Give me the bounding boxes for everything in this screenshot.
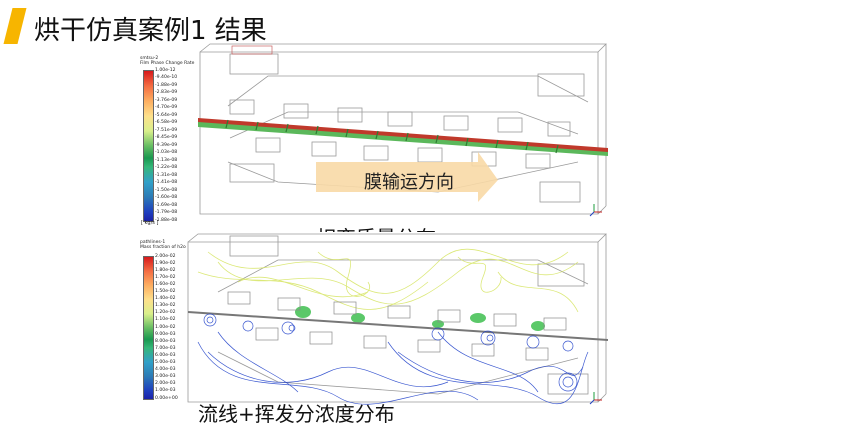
legend-tick-label: -1.88e-09 — [155, 82, 178, 88]
legend-color-bar-top — [143, 70, 154, 222]
legend-tick-label: -3.76e-09 — [155, 97, 178, 103]
legend-tick-label: 4.00e-03 — [155, 367, 176, 373]
transport-direction-arrow — [316, 152, 498, 202]
legend-tick-label: -5.64e-09 — [155, 112, 178, 118]
legend-tick-label: 1.50e-02 — [155, 289, 176, 294]
axes-triad-icon — [589, 204, 602, 217]
legend-tick-label: 5.00e-03 — [155, 360, 176, 365]
dryer-geometry-top — [198, 43, 608, 217]
legend-tick-label: -1.60e-08 — [155, 195, 178, 200]
legend-tick-label: -1.88e-08 — [155, 217, 178, 223]
legend-tick-label: -9.40e-10 — [155, 75, 178, 80]
legend-tick-label: -9.39e-09 — [155, 142, 178, 148]
film-transport-direction-label: 膜输运方向 — [364, 172, 454, 193]
legend-tick-label: -1.41e-08 — [155, 180, 178, 185]
phase-change-contour-figure: smtsu-2 Film Phase Change Rate 1.00e-12 -… — [138, 42, 608, 226]
legend-tick-label: 9.00e-03 — [155, 331, 176, 337]
streamline-caption: 流线+挥发分浓度分布 — [198, 402, 395, 426]
legend-tick-label: 2.00e-03 — [155, 381, 176, 387]
legend-color-bar-bottom — [143, 256, 154, 400]
color-legend-bottom: pathlines-1 Mass fraction of h2o 2.00e-0… — [138, 232, 198, 409]
legend-tick-label: -1.69e-08 — [155, 202, 178, 208]
legend-tick-label: -1.79e-08 — [155, 210, 178, 215]
legend-tick-label: 8.00e-03 — [155, 338, 176, 344]
legend-tick-label: 1.70e-02 — [155, 274, 176, 280]
legend-title-top: smtsu-2 Film Phase Change Rate — [140, 56, 195, 66]
legend-tick-label: 1.40e-02 — [155, 296, 176, 302]
legend-tick-label: 1.80e-02 — [155, 267, 176, 273]
film-line — [187, 311, 608, 341]
legend-tick-label: 7.00e-03 — [155, 345, 176, 351]
legend-tick-label: 6.00e-03 — [155, 352, 176, 358]
legend-tick-label: 2.00e-02 — [155, 253, 176, 259]
legend-unit-top: [ kg/s ] — [141, 220, 159, 226]
legend-tick-label: -1.50e-08 — [155, 187, 178, 193]
film-band-green — [198, 122, 608, 156]
legend-tick-label: 1.10e-02 — [155, 317, 176, 323]
pathlines-yellow — [197, 248, 579, 313]
legend-tick-label: -2.83e-09 — [155, 90, 178, 95]
legend-tick-label: -1.31e-08 — [155, 172, 178, 178]
legend-tick-label: 1.90e-02 — [155, 260, 176, 266]
color-legend-top: smtsu-2 Film Phase Change Rate 1.00e-12 -… — [138, 42, 198, 226]
pathlines-blue — [197, 313, 589, 405]
high-concentration-regions — [295, 306, 545, 331]
slide-title: 烘干仿真案例1 结果 — [34, 16, 267, 46]
legend-tick-label: -6.58e-09 — [155, 120, 178, 125]
legend-tick-label: -7.51e-09 — [155, 127, 178, 133]
legend-tick-label: -1.22e-08 — [155, 165, 178, 170]
legend-tick-label: 1.60e-02 — [155, 281, 176, 287]
legend-tick-label: 1.20e-02 — [155, 310, 176, 316]
legend-tick-label: -1.13e-08 — [155, 157, 178, 163]
title-accent-bar — [3, 8, 27, 44]
legend-tick-label: 1.30e-02 — [155, 303, 176, 309]
legend-tick-label: 1.00e-02 — [155, 324, 176, 330]
legend-tick-label: 0.00e+00 — [155, 395, 178, 401]
legend-title-bottom: pathlines-1 Mass fraction of h2o — [140, 240, 186, 250]
legend-tick-label: 1.00e-12 — [155, 67, 176, 73]
legend-tick-label: 3.00e-03 — [155, 374, 176, 380]
dryer-geometry-bottom — [187, 233, 608, 405]
legend-tick-label: -4.70e-09 — [155, 105, 178, 110]
legend-tick-label: 1.00e-03 — [155, 388, 176, 394]
legend-tick-label: -8.45e-09 — [155, 135, 178, 140]
legend-tick-label: -1.03e-08 — [155, 150, 178, 155]
streamline-concentration-figure: pathlines-1 Mass fraction of h2o 2.00e-0… — [138, 232, 608, 409]
axes-triad-icon — [589, 392, 602, 405]
